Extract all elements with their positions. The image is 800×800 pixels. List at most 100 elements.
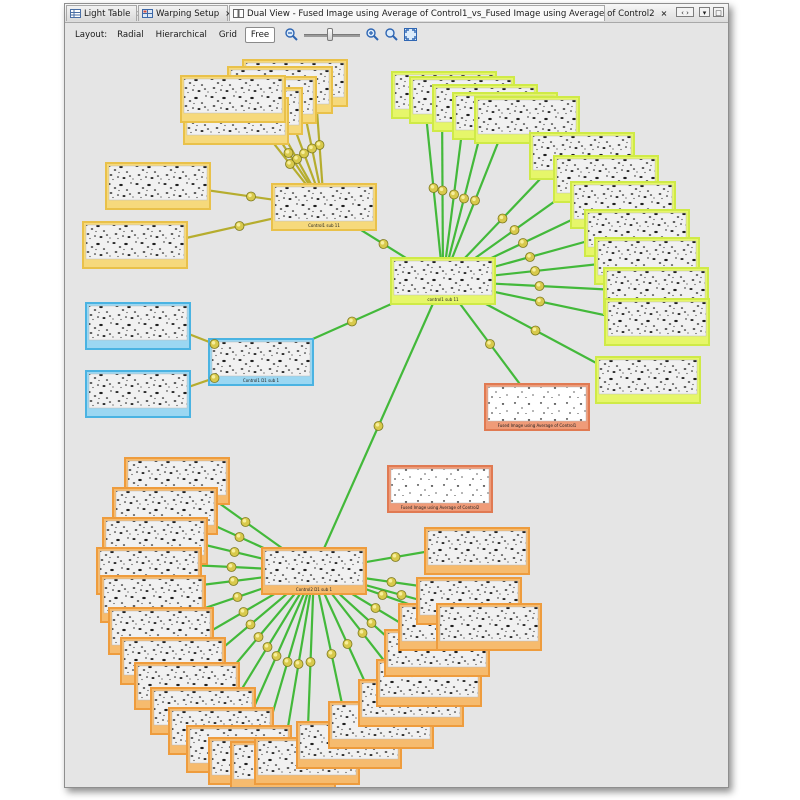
- fit-to-window-icon[interactable]: [404, 28, 418, 41]
- edge-handle[interactable]: [232, 592, 243, 602]
- edge-handle[interactable]: [470, 195, 480, 206]
- gel-thumbnail: [487, 386, 587, 422]
- edge-handle[interactable]: [226, 562, 237, 572]
- edge-handle[interactable]: [209, 339, 220, 349]
- edge-handle[interactable]: [240, 517, 251, 527]
- edge-handle[interactable]: [378, 239, 389, 249]
- gel-thumbnail: [393, 260, 493, 296]
- lime-gel-node[interactable]: [604, 298, 710, 346]
- node-label: Control2 D1 sub 1: [296, 587, 333, 592]
- edge-handle[interactable]: [285, 159, 295, 169]
- zoom-reset-icon[interactable]: [385, 28, 398, 41]
- layout-grid-button[interactable]: Grid: [218, 29, 237, 40]
- edge-handle[interactable]: [246, 191, 256, 202]
- edge-handle[interactable]: [530, 266, 540, 276]
- layout-radial-button[interactable]: Radial: [117, 29, 144, 40]
- tab-list-button[interactable]: ▾: [699, 7, 710, 17]
- gel-thumbnail: [607, 301, 707, 337]
- edge-handle[interactable]: [282, 657, 293, 667]
- fused-image-control1-node[interactable]: Fused Image using Average of Control1: [484, 383, 590, 431]
- edge-handle[interactable]: [396, 590, 407, 600]
- edge-handle[interactable]: [525, 252, 535, 262]
- edge-handle[interactable]: [377, 590, 388, 600]
- fused-image-control2-node[interactable]: Fused Image using Average of Control2: [387, 465, 493, 513]
- maximize-button[interactable]: □: [713, 7, 724, 17]
- edge-handle[interactable]: [390, 552, 401, 562]
- edge-handle[interactable]: [342, 639, 353, 649]
- edge-handle[interactable]: [373, 421, 384, 431]
- edge-handle[interactable]: [428, 183, 439, 193]
- layout-free-button[interactable]: Free: [244, 26, 276, 43]
- edge-handle[interactable]: [357, 628, 368, 638]
- orange-gel-node[interactable]: [424, 527, 530, 575]
- scroll-tabs-button[interactable]: ‹ ›: [676, 7, 694, 17]
- edge-handle[interactable]: [305, 657, 316, 667]
- edge-handle[interactable]: [370, 603, 381, 613]
- edge-handle[interactable]: [509, 225, 520, 235]
- edge-handle[interactable]: [485, 339, 495, 349]
- layout-label: Layout:: [75, 29, 108, 40]
- yellow-hub-node[interactable]: Control1 sub 11: [271, 183, 377, 231]
- gel-thumbnail: [439, 606, 539, 642]
- lime-gel-node[interactable]: [595, 356, 701, 404]
- edge-handle[interactable]: [449, 189, 459, 200]
- tab-light-table[interactable]: Light Table ×: [66, 5, 143, 21]
- tab-dual-view[interactable]: Dual View - Fused Image using Average of…: [229, 5, 667, 21]
- edge-handle[interactable]: [459, 193, 469, 204]
- tab-bar: Light Table × Warping Setup × Dual View …: [65, 4, 728, 23]
- zoom-slider-thumb[interactable]: [327, 27, 334, 41]
- node-label: control1 sub 11: [427, 297, 459, 302]
- gel-thumbnail: [85, 224, 185, 260]
- edge-handle[interactable]: [299, 148, 309, 159]
- table-icon: [70, 9, 81, 18]
- node-label: Fused Image using Average of Control1: [498, 423, 577, 428]
- edge-handle[interactable]: [347, 316, 357, 327]
- edge-handle[interactable]: [228, 576, 239, 586]
- edge-handle[interactable]: [535, 296, 545, 307]
- gel-thumbnail: [477, 99, 577, 135]
- zoom-out-icon[interactable]: [285, 28, 298, 41]
- orange-gel-node[interactable]: [436, 603, 542, 651]
- edge-handle[interactable]: [234, 221, 245, 231]
- edge-handle[interactable]: [292, 154, 302, 164]
- zoom-slider[interactable]: [304, 27, 361, 42]
- zoom-in-icon[interactable]: [366, 28, 379, 41]
- orange-hub-node[interactable]: Control2 D1 sub 1: [261, 547, 367, 595]
- edge-handle[interactable]: [437, 185, 448, 196]
- edge-handle[interactable]: [234, 532, 245, 542]
- gel-thumbnail: [108, 165, 208, 201]
- yellow-gel-node[interactable]: [82, 221, 188, 269]
- edge-handle[interactable]: [293, 659, 304, 669]
- blue-gel-node[interactable]: [85, 302, 191, 350]
- layout-hierarchical-button[interactable]: Hierarchical: [155, 29, 207, 40]
- edge-handle[interactable]: [534, 281, 545, 291]
- edge-handle[interactable]: [283, 148, 294, 158]
- edge-handle[interactable]: [518, 238, 528, 248]
- lime-hub-node[interactable]: control1 sub 11: [390, 257, 496, 305]
- blue-gel-node[interactable]: [85, 370, 191, 418]
- edge-handle[interactable]: [307, 143, 317, 154]
- edge-handle[interactable]: [253, 632, 264, 642]
- edge-handle[interactable]: [386, 577, 397, 587]
- yellow-gel-node[interactable]: [180, 75, 286, 123]
- edge-handle[interactable]: [262, 642, 273, 652]
- edge-handle[interactable]: [530, 325, 541, 336]
- edge-handle[interactable]: [271, 651, 282, 661]
- close-icon[interactable]: ×: [219, 9, 236, 18]
- edge-handle[interactable]: [497, 213, 508, 224]
- gel-thumbnail: [211, 341, 311, 377]
- edge-handle[interactable]: [366, 618, 377, 628]
- edge-handle[interactable]: [245, 619, 256, 630]
- gel-thumbnail: [427, 530, 527, 566]
- edge-handle[interactable]: [238, 607, 249, 617]
- blue-hub-node[interactable]: Control1 D1 sub 1: [208, 338, 314, 386]
- gel-thumbnail: [88, 373, 188, 409]
- edge-handle[interactable]: [229, 547, 240, 557]
- tab-warping-setup[interactable]: Warping Setup ×: [138, 5, 232, 21]
- yellow-gel-node[interactable]: [105, 162, 211, 210]
- gel-thumbnail: [183, 78, 283, 114]
- network-canvas[interactable]: Fused Image using Average of Control1Fus…: [65, 48, 728, 787]
- close-icon[interactable]: ×: [660, 9, 668, 18]
- edge-handle[interactable]: [209, 373, 220, 383]
- edge-handle[interactable]: [326, 649, 337, 659]
